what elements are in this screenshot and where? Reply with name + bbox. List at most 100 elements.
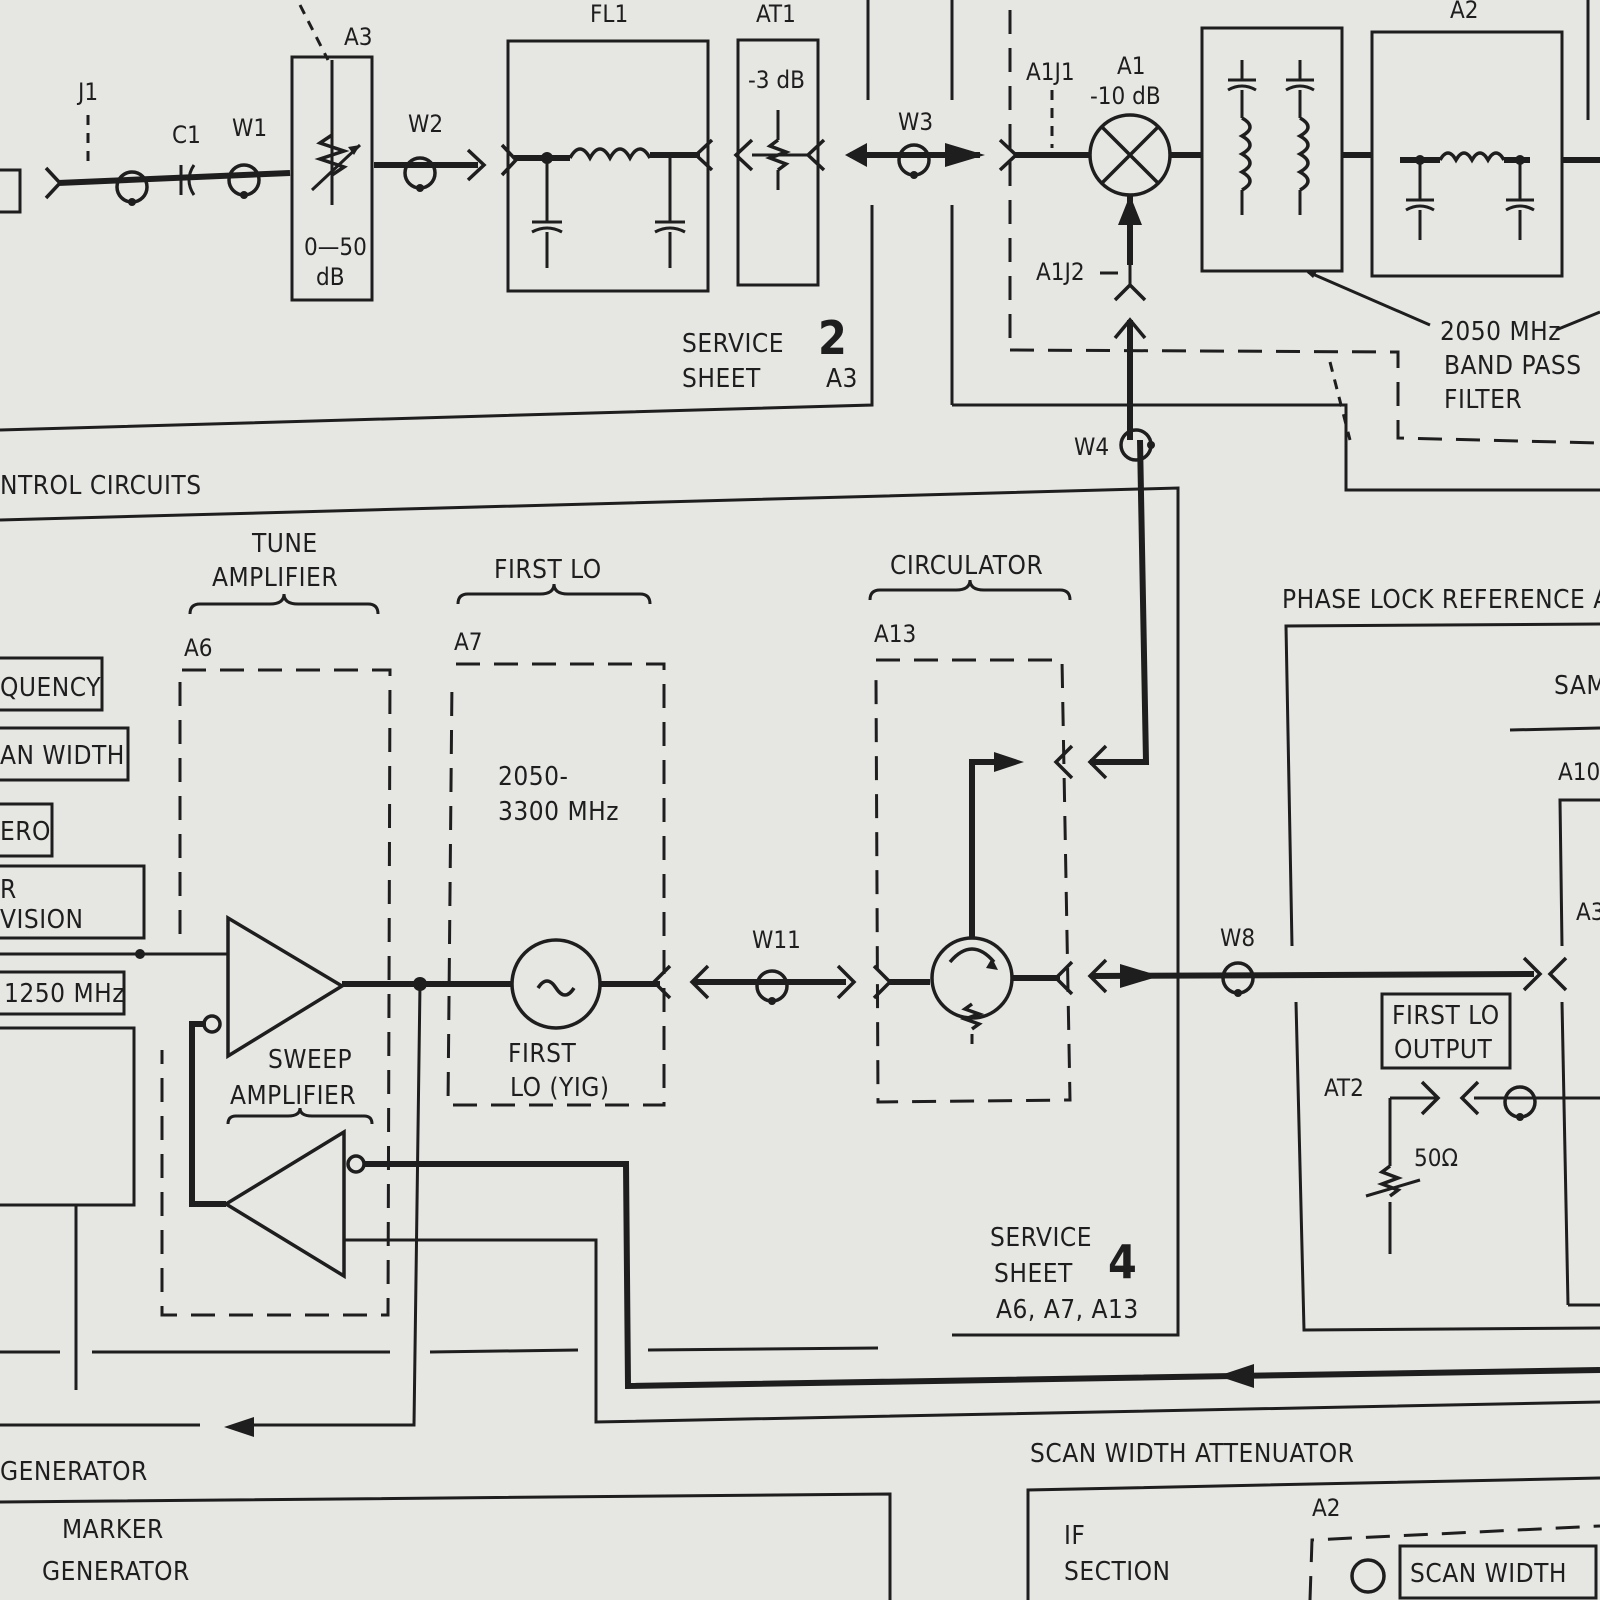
first-lo-name-1: FIRST [508, 1039, 576, 1069]
phase-lock-title: PHASE LOCK REFERENCE A [1282, 585, 1600, 615]
control-box-division [0, 864, 146, 940]
phase-lock-sam: SAM [1554, 671, 1600, 701]
circulator-icon [930, 936, 1014, 1044]
a2-top-label: A2 [1450, 0, 1479, 24]
control-1250mhz-label: 1250 MHz [4, 979, 125, 1009]
rf-input-section: J1 C1 W1 A3 0—50 dB W2 FL1 [0, 0, 1600, 492]
service-sheet-2-line2: SHEET [682, 364, 761, 394]
sweep-amplifier-icon [222, 1128, 366, 1280]
a3-range-bottom: dB [316, 263, 345, 291]
inductor-icon [568, 147, 652, 162]
if-section-line2: SECTION [1064, 1557, 1171, 1587]
scan-width-box [1398, 1544, 1598, 1600]
a1-label: A1 [1117, 52, 1146, 80]
a3-label: A3 [344, 23, 373, 51]
tune-amp-title-2: AMPLIFIER [212, 563, 338, 593]
service-sheet-4-refs: A6, A7, A13 [996, 1295, 1139, 1325]
service-sheet-4-number: 4 [1108, 1235, 1137, 1289]
first-lo-title: FIRST LO [494, 555, 602, 585]
w3-label: W3 [898, 108, 933, 136]
service-sheet-2-line1: SERVICE [682, 329, 784, 359]
bandpass-filter-box-1 [1200, 26, 1344, 273]
a2-bottom-label: A2 [1312, 1494, 1341, 1522]
service-sheet-2-refs: A3 [826, 364, 858, 394]
a1-value: -10 dB [1090, 82, 1161, 110]
marker-line1: MARKER [62, 1515, 164, 1545]
control-division-line2: VISION [0, 905, 84, 935]
w8-label: W8 [1220, 924, 1255, 952]
bpf-line2: BAND PASS [1444, 351, 1582, 381]
coax-icon [227, 163, 261, 199]
phase-lock-a3: A3 [1576, 898, 1600, 926]
sweep-amp-title-2: AMPLIFIER [230, 1081, 356, 1111]
fl1-label: FL1 [590, 0, 628, 28]
at2-label: AT2 [1324, 1074, 1364, 1102]
a3-range-top: 0—50 [304, 233, 367, 261]
control-box-zero [0, 802, 54, 858]
first-lo-range-1: 2050- [498, 762, 568, 792]
lowpass-icon [1400, 151, 1535, 240]
first-lo-output-box [1380, 992, 1512, 1070]
control-scan-width-label: AN WIDTH [0, 741, 125, 771]
circulator-title: CIRCULATOR [890, 551, 1043, 581]
c1-label: C1 [172, 121, 201, 149]
marker-line2: GENERATOR [42, 1557, 190, 1587]
at1-label: AT1 [756, 0, 796, 28]
a1j1-label: A1J1 [1026, 58, 1075, 86]
coax-icon [897, 143, 931, 179]
sweep-amp-title-1: SWEEP [268, 1045, 352, 1075]
yig-oscillator-icon [510, 938, 602, 1030]
coax-icon [1503, 1085, 1537, 1121]
bottom-section: GENERATOR MARKER GENERATOR SCAN WIDTH AT… [0, 1439, 1600, 1600]
fl1-filter-box [506, 39, 710, 293]
mixer-icon [1088, 113, 1172, 197]
coax-icon [1221, 961, 1255, 997]
coax-icon [403, 156, 437, 192]
resistor-icon [765, 138, 791, 172]
a7-label: A7 [454, 628, 483, 656]
control-box-scan-width [0, 726, 130, 782]
coax-icon [115, 170, 149, 206]
a1j2-label: A1J2 [1036, 258, 1085, 286]
coax-icon [1119, 428, 1155, 462]
service-sheet-4-line1: SERVICE [990, 1223, 1092, 1253]
bpf-line3: FILTER [1444, 385, 1522, 415]
at2-value: 50Ω [1414, 1144, 1458, 1172]
if-section-line1: IF [1064, 1521, 1085, 1551]
first-lo-name-2: LO (YIG) [510, 1073, 610, 1103]
control-frequency-label: QUENCY [0, 673, 101, 703]
w11-label: W11 [752, 926, 801, 954]
tune-amp-title-1: TUNE [251, 529, 318, 559]
scan-width-label: SCAN WIDTH [1410, 1559, 1567, 1589]
control-box-frequency [0, 656, 104, 712]
control-circuits-title: NTROL CIRCUITS [0, 471, 202, 501]
resistor-icon [1377, 1164, 1403, 1198]
coax-icon [755, 969, 789, 1005]
phase-lock-a10: A10 [1558, 758, 1600, 786]
tune-amplifier-icon [202, 914, 346, 1060]
at1-value: -3 dB [748, 66, 805, 94]
generator-label: GENERATOR [0, 1457, 148, 1487]
w2-label: W2 [408, 110, 443, 138]
variable-resistor-icon [314, 133, 350, 177]
service-sheet-4-line2: SHEET [994, 1259, 1073, 1289]
first-lo-output-line2: OUTPUT [1394, 1035, 1493, 1065]
scan-width-attenuator-title: SCAN WIDTH ATTENUATOR [1030, 1439, 1354, 1469]
a13-label: A13 [874, 620, 916, 648]
j1-label: J1 [76, 78, 98, 106]
w1-label: W1 [232, 114, 267, 142]
first-lo-range-2: 3300 MHz [498, 797, 619, 827]
service-sheet-2-number: 2 [818, 311, 847, 365]
first-lo-output-line1: FIRST LO [1392, 1001, 1500, 1031]
switch-icon [1350, 1558, 1386, 1594]
lo-section: NTROL CIRCUITS QUENCY AN WIDTH ERO R VIS… [0, 439, 1600, 1437]
w4-label: W4 [1074, 433, 1109, 461]
control-box-1250mhz [0, 970, 126, 1016]
bpf-line1: 2050 MHz [1440, 317, 1561, 347]
a6-label: A6 [184, 634, 213, 662]
resonator-icon [1227, 60, 1315, 215]
control-zero-label: ERO [0, 817, 51, 847]
control-division-line1: R [0, 875, 17, 905]
a3-attenuator-box [290, 55, 374, 302]
